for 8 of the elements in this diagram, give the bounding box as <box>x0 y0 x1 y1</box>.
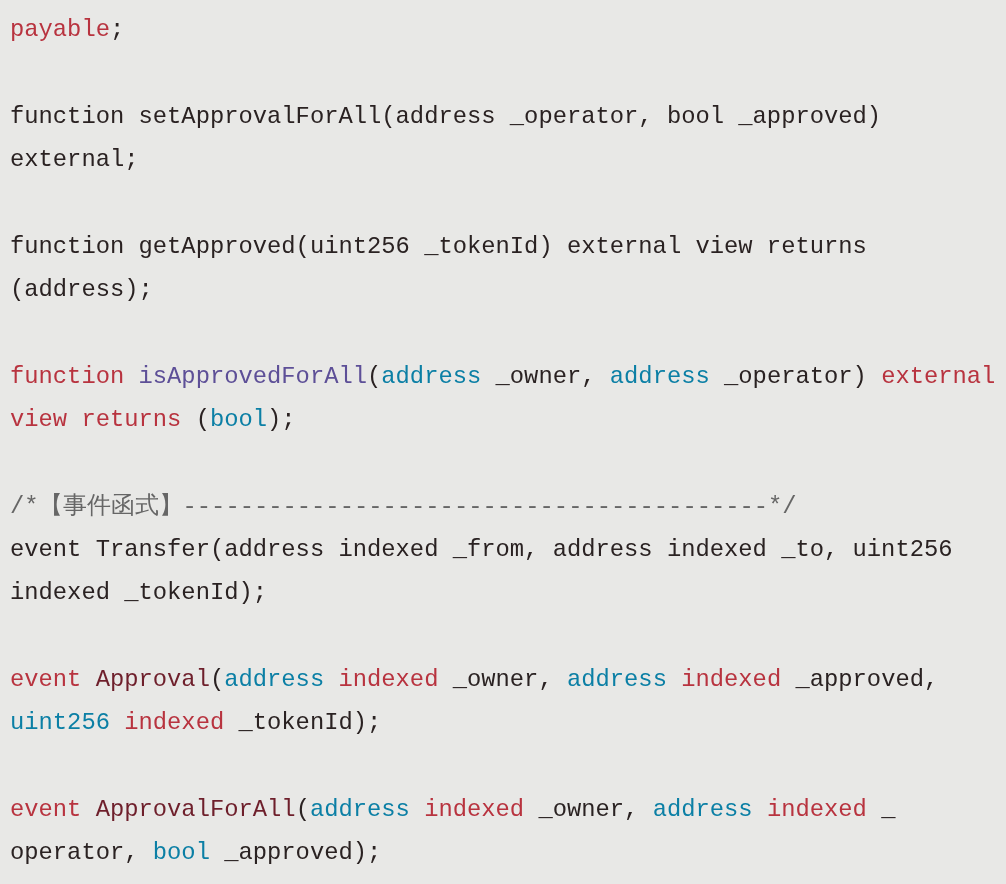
code-statement: event Transfer(address indexed _from, address indexed _to, uint256 indexed _tokenId); <box>10 535 954 608</box>
code-statement: event ApprovalForAll(address indexed _owner, address indexed _operator, bool _approved); <box>10 795 897 868</box>
code-statement: event Approval(address indexed _owner, address indexed _approved, uint256 indexed _tokenId); <box>10 665 940 738</box>
code-comment: /*【事件函式】-----------------------------------------*/ <box>10 492 798 522</box>
code-statement: function isApprovedForAll(address _owner, address _operator) external view returns (bool); <box>10 362 997 435</box>
code-statement: function getApproved(uint256 _tokenId) external view returns (address); <box>10 232 868 305</box>
code-statement: function setApprovalForAll(address _operator, bool _approved) external; <box>10 102 883 175</box>
code-statement: payable; <box>10 15 126 45</box>
